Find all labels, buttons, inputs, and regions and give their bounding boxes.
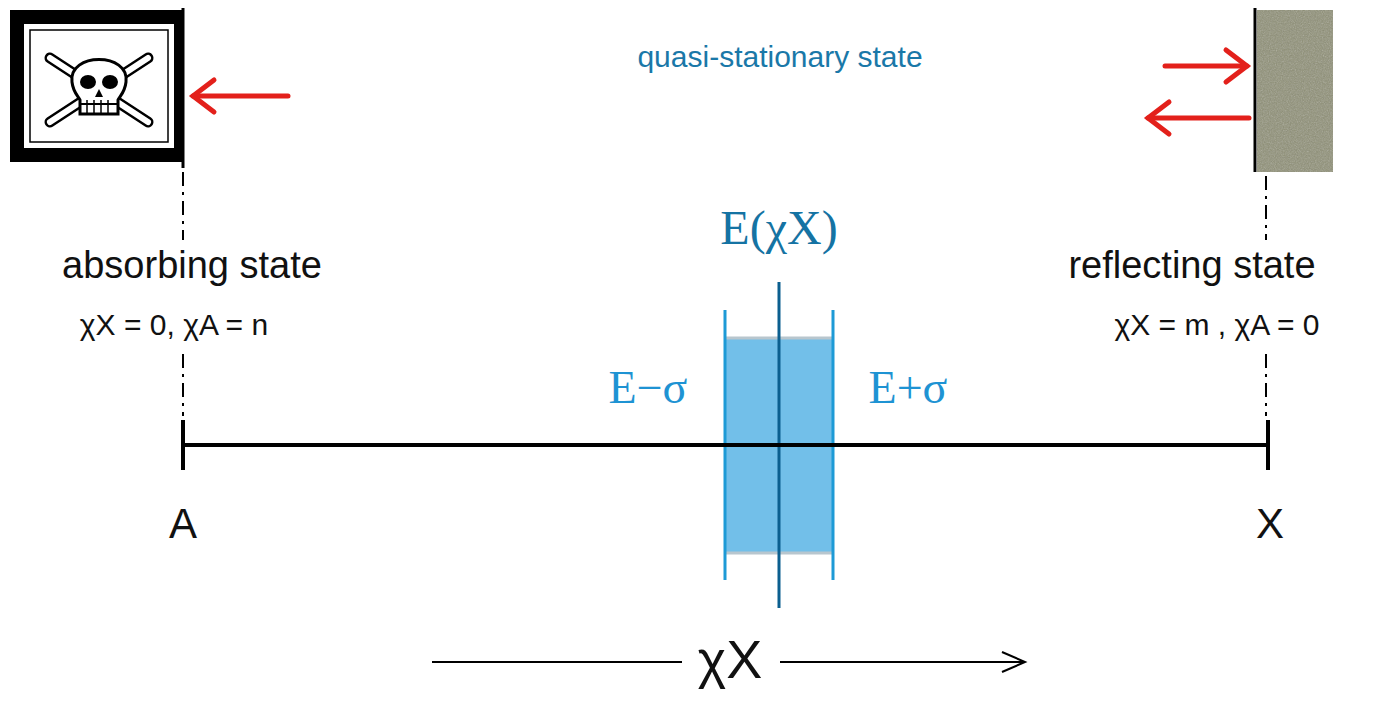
- axis-end-label: A: [169, 500, 197, 548]
- state-name: absorbing state: [62, 244, 322, 288]
- band-title: quasi-stationary state: [637, 40, 922, 75]
- state-axis: [183, 420, 1268, 470]
- axis-variable: χX: [698, 628, 762, 690]
- state-values: χX = 0, χA = n: [80, 308, 268, 343]
- skull-sign: [10, 8, 183, 168]
- absorbing-arrow: [193, 80, 288, 112]
- reflecting-arrows: [1148, 50, 1249, 134]
- sigma-label: E−σ: [609, 362, 688, 415]
- reflecting-wall: [1255, 8, 1333, 172]
- state-values: χX = m , χA = 0: [1115, 308, 1320, 343]
- axis-end-label: X: [1256, 500, 1284, 548]
- sigma-label: E+σ: [869, 362, 948, 415]
- mean-label: E(χX): [720, 200, 837, 255]
- state-name: reflecting state: [1068, 244, 1315, 288]
